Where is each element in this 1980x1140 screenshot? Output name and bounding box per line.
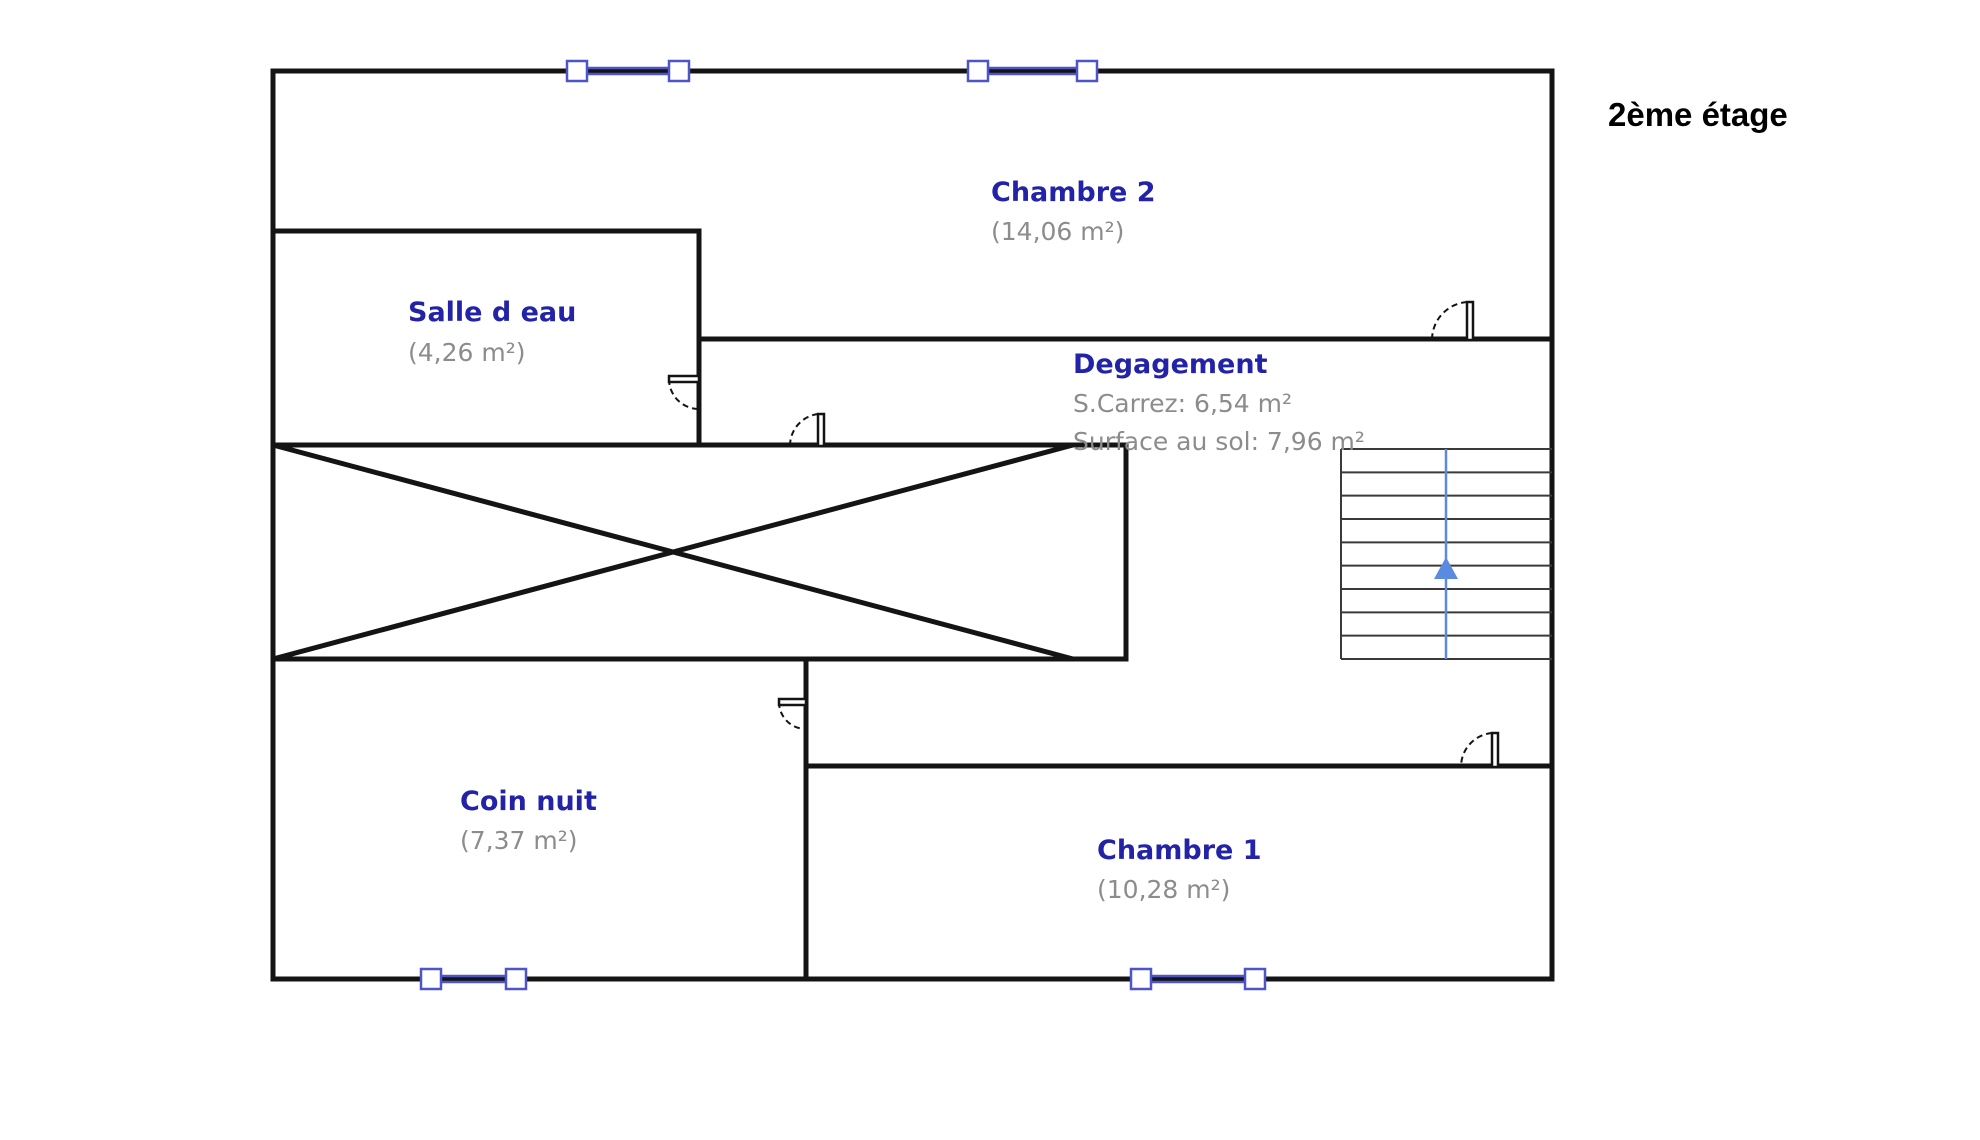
room-area-chambre2: (14,06 m²) bbox=[991, 217, 1124, 246]
void-diagonal-2 bbox=[272, 442, 1074, 662]
doors bbox=[667, 300, 1500, 769]
window-top-left bbox=[565, 59, 691, 83]
room-area-salle-eau: (4,26 m²) bbox=[408, 338, 526, 367]
room-carrez-degagement: S.Carrez: 6,54 m² bbox=[1073, 389, 1292, 418]
room-area-chambre1: (10,28 m²) bbox=[1097, 875, 1230, 904]
door-chambre1 bbox=[1459, 731, 1500, 769]
floor-label: 2ème étage bbox=[1608, 96, 1788, 133]
interior-walls bbox=[270, 228, 1555, 982]
door-salle-eau bbox=[667, 374, 701, 410]
stairs bbox=[1340, 448, 1552, 660]
room-name-chambre2: Chambre 2 bbox=[991, 177, 1156, 208]
door-degagement-void bbox=[788, 412, 826, 448]
room-name-salle-eau: Salle d eau bbox=[408, 297, 576, 328]
window-bottom-left bbox=[419, 967, 528, 991]
window-top-right bbox=[966, 59, 1099, 83]
room-surface-degagement: Surface au sol: 7,96 m² bbox=[1073, 427, 1365, 456]
door-chambre2 bbox=[1430, 300, 1475, 342]
room-name-chambre1: Chambre 1 bbox=[1097, 835, 1262, 866]
labels: 2ème étage Chambre 2 (14,06 m²) Salle d … bbox=[408, 96, 1788, 904]
windows bbox=[419, 59, 1267, 991]
room-name-coin-nuit: Coin nuit bbox=[460, 786, 597, 817]
room-name-degagement: Degagement bbox=[1073, 349, 1268, 380]
void-outline bbox=[270, 442, 1129, 662]
stair-up-arrow-icon bbox=[1434, 557, 1458, 579]
stair-void bbox=[270, 442, 1129, 662]
room-area-coin-nuit: (7,37 m²) bbox=[460, 826, 578, 855]
window-bottom-right bbox=[1129, 967, 1267, 991]
door-coin-nuit bbox=[777, 697, 808, 730]
